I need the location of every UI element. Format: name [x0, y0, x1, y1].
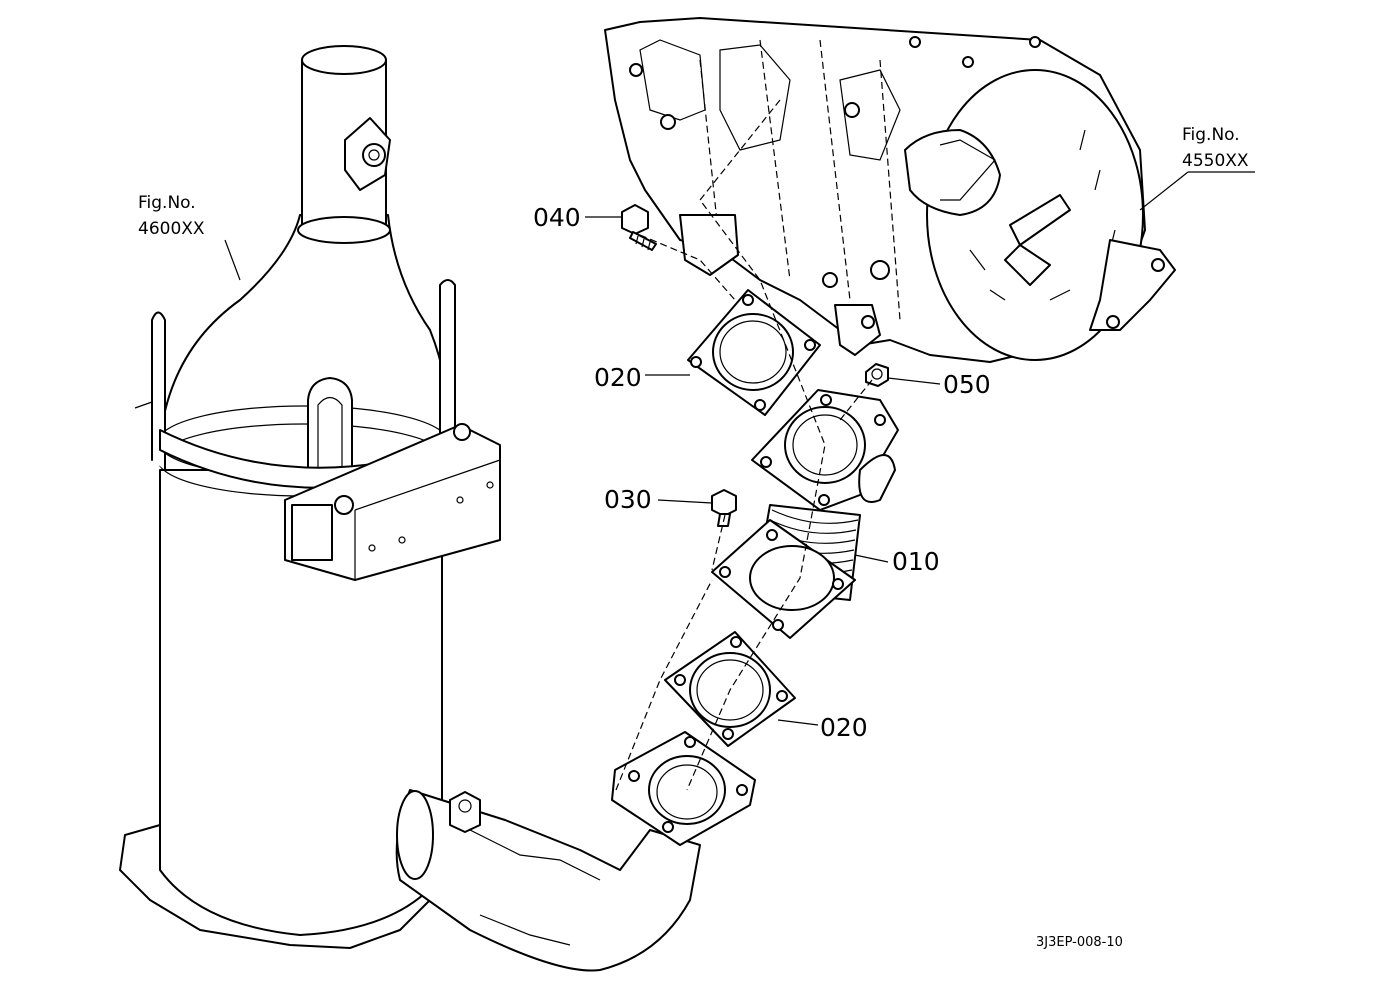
assembly-center-lines [615, 99, 873, 791]
fig-ref-right-label: Fig.No. [1182, 125, 1240, 145]
callout-010: 010 [892, 547, 940, 576]
drawing-code: 3J3EP-008-10 [1036, 935, 1123, 950]
bolt-040 [621, 204, 657, 251]
fig-ref-left-label: Fig.No. [138, 193, 196, 213]
callout-020-upper: 020 [594, 363, 642, 392]
bellows-pipe-010 [711, 389, 899, 639]
callout-050: 050 [943, 370, 991, 399]
doc-canister [604, 17, 1176, 363]
fig-ref-left-number: 4600XX [138, 219, 205, 239]
callout-030: 030 [604, 485, 652, 514]
fig-ref-right-number: 4550XX [1182, 151, 1249, 171]
callout-020-lower: 020 [820, 713, 868, 742]
leader-lines [224, 171, 1255, 726]
gasket-020-upper [687, 289, 821, 416]
callout-040: 040 [533, 203, 581, 232]
dpf-canister [119, 45, 756, 972]
